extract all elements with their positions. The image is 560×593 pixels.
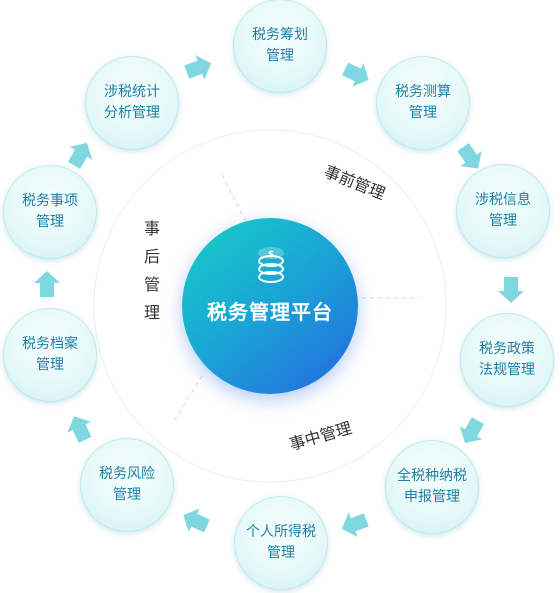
platform-hub xyxy=(182,218,358,394)
phase-after-label: 事 后 管 理 xyxy=(142,215,162,327)
flow-arrow-icon xyxy=(457,143,482,169)
module-label: 税务档案管理 xyxy=(22,336,78,373)
module-label: 涉税信息管理 xyxy=(475,192,531,229)
module-label: 税务风险管理 xyxy=(99,466,155,503)
module-label: 税务政策法规管理 xyxy=(479,341,535,378)
flow-arrow-icon xyxy=(342,62,369,87)
guide-circle xyxy=(93,129,447,483)
phase-after-char: 后 xyxy=(143,247,160,266)
module-label: 涉税统计分析管理 xyxy=(104,84,160,121)
flow-arrow-icon xyxy=(183,508,210,533)
module-tax-archive[interactable]: 税务档案管理 xyxy=(3,308,97,402)
module-label: 税务事项管理 xyxy=(22,193,78,230)
phase-after-char: 理 xyxy=(143,303,160,322)
divider-top xyxy=(221,174,247,223)
module-tax-calculation[interactable]: 税务测算管理 xyxy=(376,56,470,150)
flow-arrow-icon xyxy=(341,512,369,537)
module-tax-policy[interactable]: 税务政策法规管理 xyxy=(460,313,554,407)
flow-arrow-icon xyxy=(67,142,93,169)
module-tax-risk[interactable]: 税务风险管理 xyxy=(80,438,174,532)
module-label: 全税种纳税申报管理 xyxy=(397,468,467,505)
module-label: 税务测算管理 xyxy=(395,84,451,121)
phase-after-char: 事 xyxy=(143,219,160,238)
flow-arrow-icon xyxy=(459,417,485,444)
module-label: 个人所得税管理 xyxy=(246,524,316,561)
module-tax-matters[interactable]: 税务事项管理 xyxy=(3,165,97,259)
module-tax-planning[interactable]: 税务筹划管理 xyxy=(233,0,327,93)
divider-bottom xyxy=(171,375,203,425)
coin-stack-icon: $ xyxy=(258,247,284,283)
flow-arrows xyxy=(34,55,524,537)
flow-arrow-icon xyxy=(184,55,212,80)
phase-after-char: 管 xyxy=(143,275,160,294)
module-tax-information[interactable]: 涉税信息管理 xyxy=(456,164,550,258)
platform-title: 税务管理平台 xyxy=(207,300,333,324)
flow-arrow-icon xyxy=(67,416,92,443)
module-tax-statistics[interactable]: 涉税统计分析管理 xyxy=(85,56,179,150)
svg-text:$: $ xyxy=(268,250,274,260)
module-personal-income-tax[interactable]: 个人所得税管理 xyxy=(234,496,328,590)
module-tax-filing[interactable]: 全税种纳税申报管理 xyxy=(385,440,479,534)
flow-arrow-icon xyxy=(34,271,60,297)
flow-arrow-icon xyxy=(498,277,524,303)
module-label: 税务筹划管理 xyxy=(252,27,308,64)
